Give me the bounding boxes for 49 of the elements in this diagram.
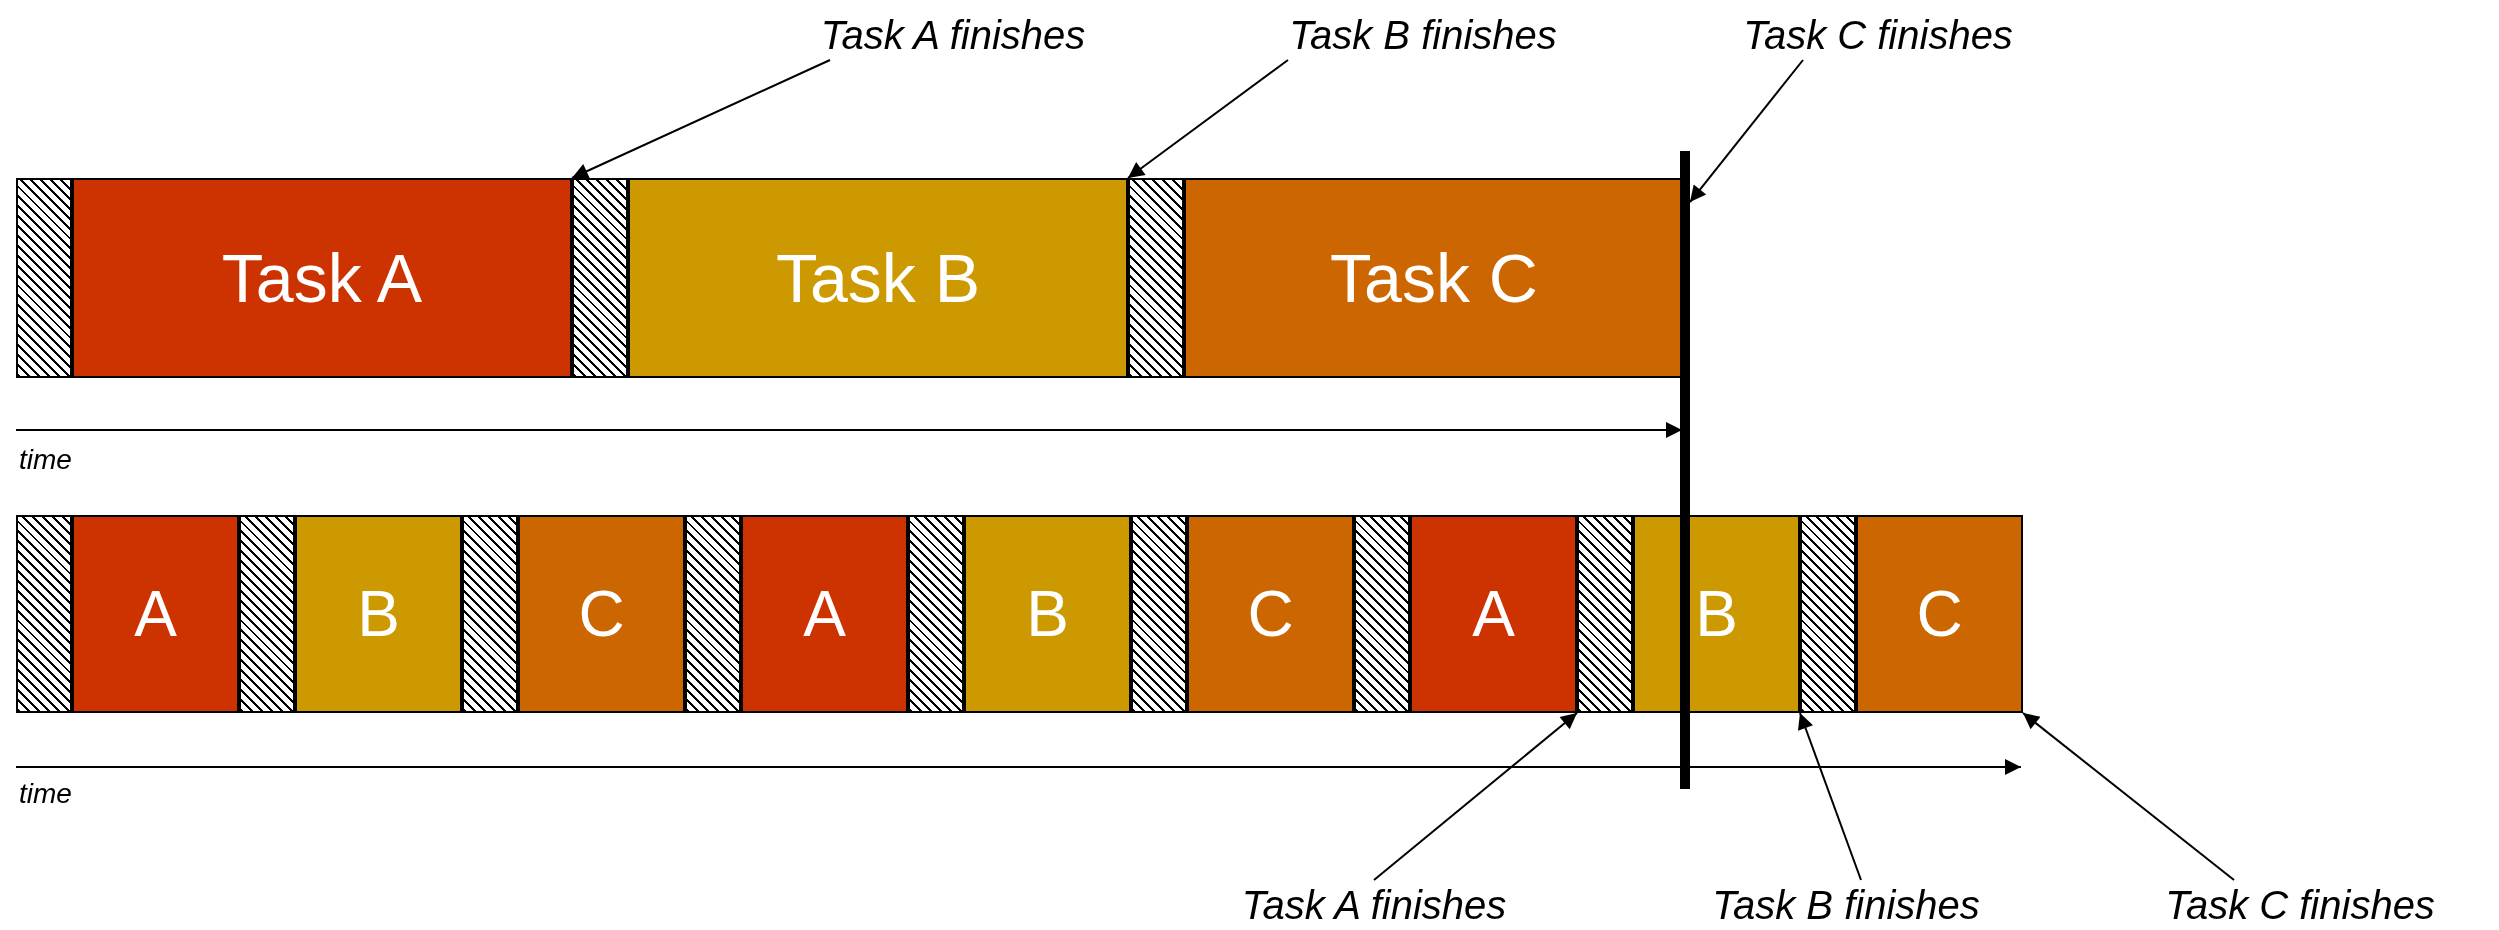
task-label: B [1026, 577, 1069, 651]
task-label: A [1472, 577, 1515, 651]
task-label: Task B [775, 239, 981, 317]
axis-label: time [19, 778, 72, 810]
task-block [72, 515, 239, 713]
leader-arrow [1373, 712, 1578, 881]
context-switch-block [1131, 515, 1187, 713]
task-label: B [1695, 577, 1738, 651]
annotation-label: Task A finishes [803, 10, 1103, 60]
task-block [741, 515, 908, 713]
annotation-label: Task C finishes [2150, 880, 2450, 930]
task-label: Task C [1330, 239, 1538, 317]
context-switch-block [239, 515, 295, 713]
task-block [964, 515, 1131, 713]
task-block [1633, 515, 1800, 713]
leader-arrow [571, 59, 831, 179]
leader-arrow [2022, 712, 2235, 881]
context-switch-block [908, 515, 964, 713]
annotation-label: Task C finishes [1728, 10, 2028, 60]
leader-arrow [1798, 712, 1862, 881]
task-label: A [803, 577, 846, 651]
context-switch-block [462, 515, 518, 713]
annotation-label: Task A finishes [1224, 880, 1524, 930]
task-block [72, 178, 572, 378]
task-label: C [1916, 577, 1963, 651]
task-block [1187, 515, 1354, 713]
context-switch-block [1577, 515, 1633, 713]
axis-label: time [19, 444, 72, 476]
task-block [628, 178, 1128, 378]
task-block [1410, 515, 1577, 713]
context-switch-block [1128, 178, 1184, 378]
context-switch-block [1354, 515, 1410, 713]
context-switch-block [572, 178, 628, 378]
context-switch-block [685, 515, 741, 713]
annotation-label: Task B finishes [1273, 10, 1573, 60]
context-switch-block [16, 178, 72, 378]
task-label: C [578, 577, 625, 651]
task-block [518, 515, 685, 713]
task-label: Task A [221, 239, 423, 317]
task-label: A [134, 577, 177, 651]
task-label: C [1247, 577, 1294, 651]
task-block [1856, 515, 2023, 713]
task-block [295, 515, 462, 713]
leader-arrow [1127, 59, 1289, 179]
context-switch-block [16, 515, 72, 713]
annotation-label: Task B finishes [1696, 880, 1996, 930]
task-label: B [357, 577, 400, 651]
context-switch-block [1800, 515, 1856, 713]
leader-arrow [1689, 59, 1804, 204]
